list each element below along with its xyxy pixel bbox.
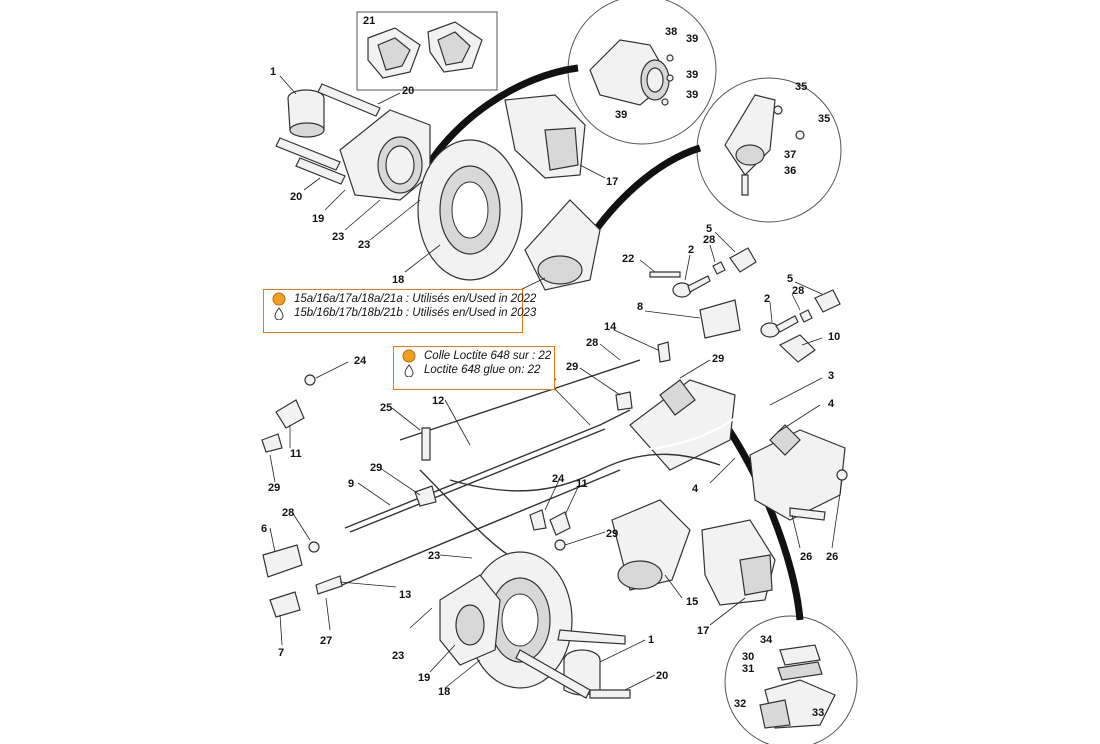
callout-23: 23: [332, 231, 344, 243]
callout-30: 30: [742, 651, 754, 663]
callout-6: 6: [261, 523, 267, 535]
glue-drop-icon: [402, 349, 416, 377]
year-usage-note: 15a/16a/17a/18a/21a : Utilisés en/Used i…: [263, 289, 537, 333]
inset-caliper-parts: [589, 39, 674, 106]
callout-29: 29: [606, 528, 618, 540]
year-note-line-2: 15b/16b/17b/18b/21b : Utilisés en/Used i…: [294, 307, 537, 319]
callout-28: 28: [703, 234, 715, 246]
callout-5: 5: [787, 273, 793, 285]
loctite-note-line-2: Loctite 648 glue on: 22: [424, 364, 541, 376]
callout-24: 24: [552, 473, 565, 485]
inset-master-cylinder-parts: [759, 644, 836, 729]
callout-20: 20: [656, 670, 668, 682]
callout-18: 18: [392, 274, 404, 286]
callout-numbers: 1 20 20 19 23 23 18 16 17 21 38 39 39 39…: [261, 15, 840, 719]
callout-13: 13: [399, 589, 411, 601]
inset-bracket-parts: [724, 94, 805, 196]
callout-20: 20: [402, 85, 414, 97]
callout-28: 28: [282, 507, 294, 519]
upper-caliper-assembly: [275, 83, 601, 291]
callout-25: 25: [380, 402, 392, 414]
callout-4: 4: [828, 398, 835, 410]
callout-5: 5: [706, 223, 712, 235]
callout-23: 23: [358, 239, 370, 251]
callout-39: 39: [686, 33, 698, 45]
callout-29: 29: [712, 353, 724, 365]
callout-28: 28: [586, 337, 598, 349]
callout-32: 32: [734, 698, 746, 710]
callout-39: 39: [686, 89, 698, 101]
callout-39: 39: [686, 69, 698, 81]
callout-34: 34: [760, 634, 773, 646]
callout-39: 39: [615, 109, 627, 121]
callout-17: 17: [697, 625, 709, 637]
callout-10: 10: [828, 331, 840, 343]
callout-18: 18: [438, 686, 450, 698]
callout-19: 19: [312, 213, 324, 225]
callout-12: 12: [432, 395, 444, 407]
loctite-note-line-1: Colle Loctite 648 sur : 22: [424, 350, 552, 362]
callout-19: 19: [418, 672, 430, 684]
loctite-note: Colle Loctite 648 sur : 22 Loctite 648 g…: [393, 346, 555, 390]
connector-arc-caliper: [416, 64, 579, 182]
callout-23: 23: [428, 550, 440, 562]
callout-31: 31: [742, 663, 754, 675]
callout-21: 21: [363, 15, 375, 27]
callout-11: 11: [290, 448, 302, 460]
callout-38: 38: [665, 26, 677, 38]
callout-26: 26: [826, 551, 838, 563]
callout-26: 26: [800, 551, 812, 563]
linkage-parts: [649, 247, 841, 363]
callout-33: 33: [812, 707, 824, 719]
callout-35: 35: [795, 81, 807, 93]
callout-22: 22: [622, 253, 634, 265]
leader-lines: [269, 75, 843, 691]
callout-17: 17: [606, 176, 618, 188]
info-drop-icon: [272, 292, 286, 320]
callout-24: 24: [354, 355, 367, 367]
year-note-line-1: 15a/16a/17a/18a/21a : Utilisés en/Used i…: [294, 293, 537, 305]
callout-15: 15: [686, 596, 698, 608]
small-hardware: [261, 341, 671, 618]
callout-36: 36: [784, 165, 796, 177]
brake-pads-illustration: [367, 21, 483, 79]
callout-7: 7: [278, 647, 284, 659]
callout-37: 37: [784, 149, 796, 161]
callout-29: 29: [268, 482, 280, 494]
callout-3: 3: [828, 370, 834, 382]
callout-1: 1: [270, 66, 276, 78]
callout-23: 23: [392, 650, 404, 662]
callout-29: 29: [370, 462, 382, 474]
callout-14: 14: [604, 321, 617, 333]
connector-arc-master-cylinder: [712, 407, 804, 621]
callout-27: 27: [320, 635, 332, 647]
callout-1: 1: [648, 634, 654, 646]
callout-35: 35: [818, 113, 830, 125]
callout-4: 4: [692, 483, 699, 495]
callout-2: 2: [764, 293, 770, 305]
callout-29: 29: [566, 361, 578, 373]
callout-28: 28: [792, 285, 804, 297]
lower-caliper-assembly: [439, 499, 776, 699]
callout-2: 2: [688, 244, 694, 256]
callout-20: 20: [290, 191, 302, 203]
callout-8: 8: [637, 301, 643, 313]
callout-11: 11: [576, 478, 588, 490]
callout-9: 9: [348, 478, 354, 490]
